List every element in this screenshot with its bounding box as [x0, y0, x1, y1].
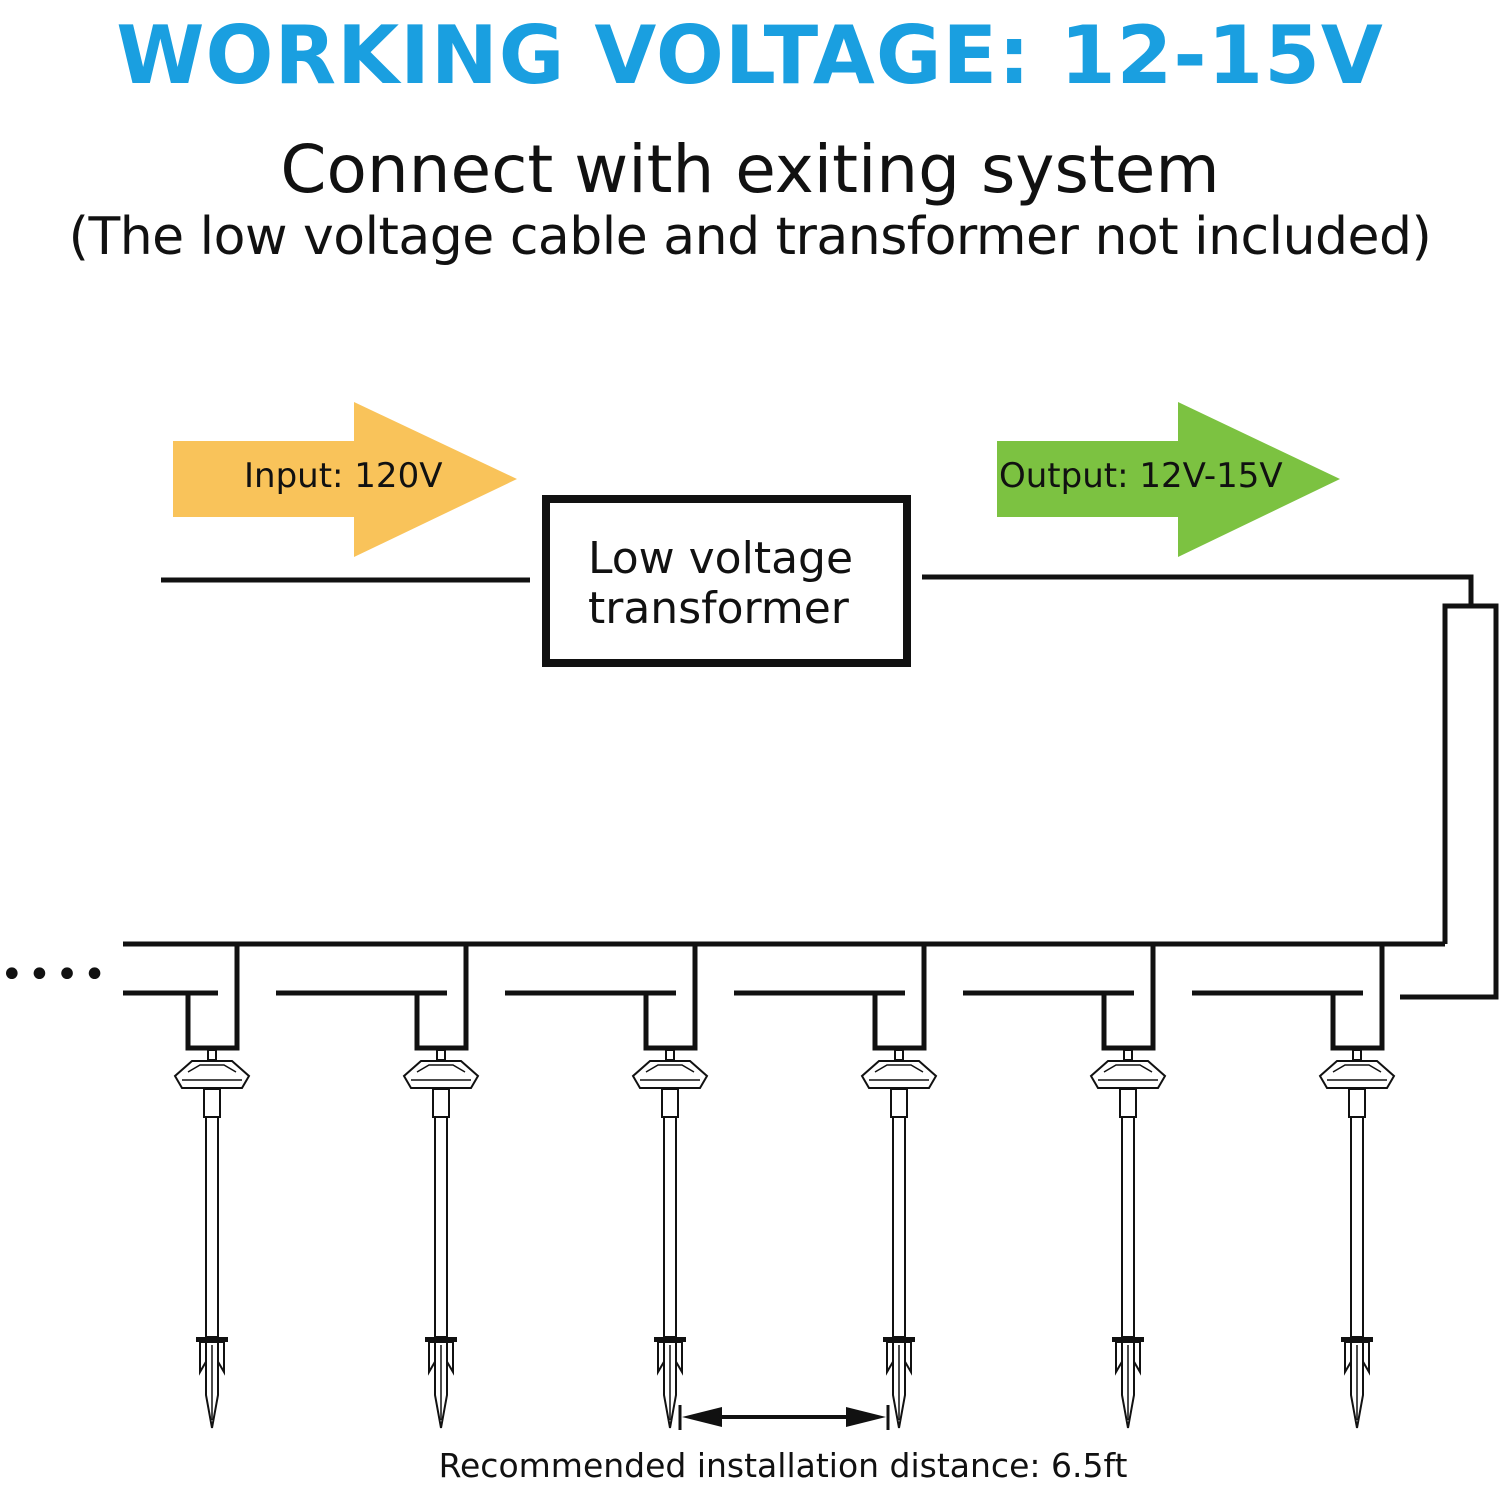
lamp-neck — [665, 1049, 675, 1061]
lamp-collar — [661, 1088, 679, 1118]
output-arrow-shape — [997, 402, 1340, 557]
lamp-head-detail — [645, 1064, 695, 1073]
stake-pole — [205, 1116, 219, 1338]
connector-loop — [414, 946, 469, 1051]
transformer-frame — [542, 495, 911, 667]
not-included-note: (The low voltage cable and transformer n… — [68, 207, 1432, 267]
stake-pole — [434, 1116, 448, 1338]
cable-return-loop — [1400, 603, 1499, 1000]
lamp-head — [1089, 1060, 1167, 1089]
connect-subtitle: Connect with exiting system — [280, 131, 1220, 208]
stake-crossbar — [883, 1337, 915, 1342]
connector-loop — [185, 946, 240, 1051]
transformer-label-line2: transformer — [588, 583, 850, 634]
lamp-collar — [1119, 1088, 1137, 1118]
distance-dimension — [678, 1405, 890, 1430]
path-lights — [123, 946, 1396, 1429]
lamp-neck — [1352, 1049, 1362, 1061]
installation-distance-label: Recommended installation distance: 6.5ft — [438, 1446, 1128, 1485]
path-light-5 — [963, 946, 1167, 1429]
lamp-collar — [203, 1088, 221, 1118]
lamp-head-detail — [187, 1064, 237, 1073]
connector-loop — [1330, 946, 1385, 1051]
cable-wiring — [123, 574, 1499, 1000]
path-light-4 — [734, 946, 938, 1429]
lamp-head — [402, 1060, 480, 1089]
lamp-collar — [890, 1088, 908, 1118]
lamp-head-detail — [416, 1064, 466, 1073]
lamp-neck — [1123, 1049, 1133, 1061]
lamp-head — [860, 1060, 938, 1089]
lamp-collar — [432, 1088, 450, 1118]
stake-crossbar — [425, 1337, 457, 1342]
stake-crossbar — [1112, 1337, 1144, 1342]
stake-crossbar — [654, 1337, 686, 1342]
input-arrow: Input: 120V — [173, 402, 517, 557]
working-voltage-headline: WORKING VOLTAGE: 12-15V — [116, 9, 1384, 102]
lamp-head-detail — [874, 1064, 924, 1073]
lamp-neck — [436, 1049, 446, 1061]
transformer-label-line1: Low voltage — [588, 533, 853, 584]
connector-loop — [872, 946, 927, 1051]
output-arrow-label: Output: 12V-15V — [999, 456, 1283, 496]
lamp-collar — [1348, 1088, 1366, 1118]
lamp-neck — [894, 1049, 904, 1061]
path-light-3 — [505, 946, 709, 1429]
dimension-left-arrowhead — [682, 1407, 722, 1427]
path-light-1 — [123, 946, 251, 1429]
continuation-dots: •••• — [0, 952, 110, 998]
lamp-head — [1318, 1060, 1396, 1089]
lamp-head — [173, 1060, 251, 1089]
stake-crossbar — [1341, 1337, 1373, 1342]
input-arrow-shape — [173, 402, 517, 557]
stake-crossbar — [196, 1337, 228, 1342]
lamp-head-detail — [1103, 1064, 1153, 1073]
dimension-right-arrowhead — [846, 1407, 886, 1427]
stake-pole — [1121, 1116, 1135, 1338]
lamp-neck — [207, 1049, 217, 1061]
lamp-head — [631, 1060, 709, 1089]
stake-pole — [1350, 1116, 1364, 1338]
input-arrow-label: Input: 120V — [244, 456, 442, 496]
stake-pole — [892, 1116, 906, 1338]
output-arrow: Output: 12V-15V — [997, 402, 1340, 557]
lamp-head-detail — [1332, 1064, 1382, 1073]
output-cable — [922, 574, 1474, 604]
path-light-6 — [1192, 946, 1396, 1429]
connector-loop — [1101, 946, 1156, 1051]
path-light-2 — [276, 946, 480, 1429]
transformer-box: Low voltage transformer — [542, 495, 911, 667]
stake-pole — [663, 1116, 677, 1338]
connector-loop — [643, 946, 698, 1051]
